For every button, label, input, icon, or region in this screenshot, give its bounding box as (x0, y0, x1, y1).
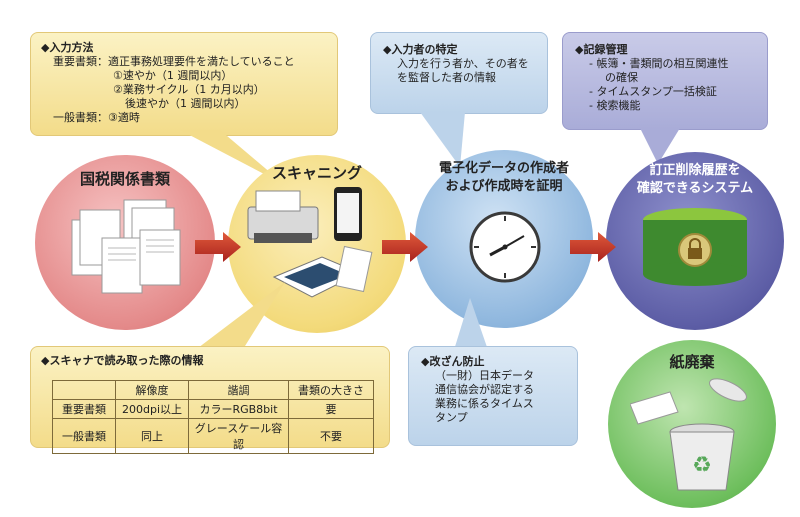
inputter-pointer (420, 112, 465, 167)
system-label-line2: 確認できるシステム (636, 181, 754, 196)
tamper-line: 業務に係るタイムス (435, 397, 534, 410)
scan-info-title: ◆スキャナで読み取った際の情報 (41, 354, 204, 367)
svg-text:♻: ♻ (692, 453, 712, 478)
scanner-devices-icon (247, 187, 373, 298)
system-label-line1: 訂正削除履歴を (649, 163, 741, 178)
input-method-line: ②業務サイクル（1 カ月以内） (113, 83, 265, 96)
tamper-title: ◆改ざん防止 (421, 355, 485, 368)
table-header-cell: 書類の大きさ (288, 380, 374, 400)
table-row: 重要書類 200dpi以上 カラーRGB8bit 要 (52, 399, 374, 419)
records-line: - タイムスタンプ一括検証 (589, 85, 717, 98)
scan-info-table: 解像度 諧調 書類の大きさ 重要書類 200dpi以上 カラーRGB8bit 要… (52, 380, 374, 454)
table-cell: 一般書類 (52, 418, 116, 454)
inputter-line: を監督した者の情報 (397, 71, 496, 84)
records-callout: ◆記録管理 - 帳簿・書類間の相互関連性 の確保 - タイムスタンプ一括検証 -… (562, 32, 768, 130)
inputter-title: ◆入力者の特定 (383, 43, 458, 56)
inputter-callout: ◆入力者の特定 入力を行う者か、その者を を監督した者の情報 (370, 32, 548, 114)
disposal-label: 紙廃棄 (669, 353, 715, 371)
clock-icon (469, 211, 541, 283)
table-cell: カラーRGB8bit (188, 399, 289, 419)
table-header-cell: 諧調 (188, 380, 289, 400)
input-method-line: 一般書類：③適時 (53, 111, 140, 124)
records-line: - 検索機能 (589, 99, 641, 112)
tamper-line: タンプ (435, 411, 468, 424)
input-method-line: 後速やか（1 週間以内） (125, 97, 246, 110)
table-cell: 重要書類 (52, 399, 116, 419)
records-line: - 帳簿・書類間の相互関連性 (589, 57, 729, 70)
table-cell: 同上 (115, 418, 189, 454)
table-header-row: 解像度 諧調 書類の大きさ (52, 380, 374, 400)
tamper-callout: ◆改ざん防止 （一財）日本データ 通信協会が認定する 業務に係るタイムス タンプ (408, 346, 578, 446)
table-cell: グレースケール容認 (188, 418, 289, 454)
records-line: の確保 (605, 71, 638, 84)
input-method-pointer (180, 130, 285, 185)
arrow-right-icon (195, 232, 241, 262)
table-row: 一般書類 同上 グレースケール容認 不要 (52, 418, 374, 454)
input-method-line: 重要書類：適正事務処理要件を満たしていること (53, 55, 295, 68)
document-stack-icon (71, 199, 181, 294)
tamper-line: （一財）日本データ (435, 369, 534, 382)
inputter-line: 入力を行う者か、その者を (397, 57, 529, 70)
tamper-line: 通信協会が認定する (435, 383, 534, 396)
arrow-right-icon (382, 232, 428, 262)
table-cell: 200dpi以上 (115, 399, 189, 419)
input-method-line: ①速やか（1 週間以内） (113, 69, 233, 82)
scanning-label: スキャニング (271, 164, 362, 182)
table-header-cell: 解像度 (115, 380, 189, 400)
database-icon (643, 208, 747, 286)
tamper-pointer (454, 298, 488, 350)
tax-docs-label: 国税関係書類 (79, 170, 170, 188)
prove-label-line1: 電子化データの作成者 (438, 161, 569, 176)
trash-bin-icon: ♻ (630, 378, 747, 491)
records-title: ◆記録管理 (575, 43, 628, 56)
input-method-callout: ◆入力方法 重要書類：適正事務処理要件を満たしていること ①速やか（1 週間以内… (30, 32, 338, 136)
table-cell: 不要 (288, 418, 374, 454)
records-pointer (640, 128, 680, 164)
prove-label-line2: および作成時を証明 (445, 179, 563, 194)
arrow-right-icon (570, 232, 616, 262)
table-cell: 要 (288, 399, 374, 419)
scan-info-pointer (190, 282, 285, 354)
input-method-title: ◆入力方法 (41, 41, 94, 54)
table-header-cell (52, 380, 116, 400)
